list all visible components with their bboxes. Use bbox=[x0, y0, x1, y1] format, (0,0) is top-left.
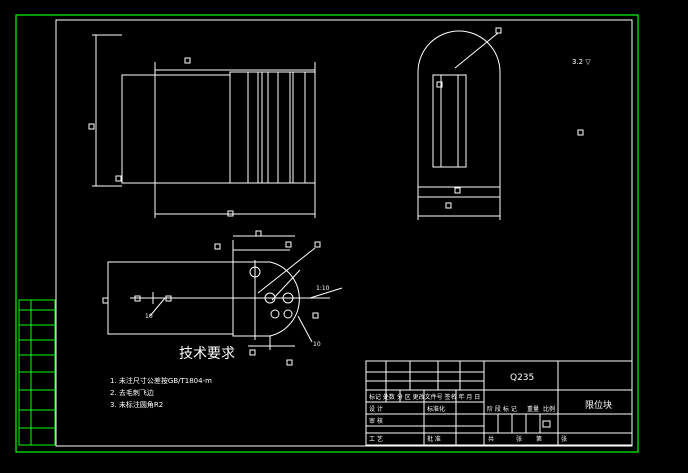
requirements-heading: 技术要求 bbox=[179, 346, 235, 362]
approve-label: 批 准 bbox=[427, 435, 441, 443]
left-binding-strip bbox=[18, 299, 56, 446]
section-view-dim-marks bbox=[102, 230, 321, 366]
sheets-label: 张 bbox=[516, 435, 522, 443]
roughness-symbol: 3.2 ▽ bbox=[572, 58, 591, 66]
stage-mark-label: 阶 段 标 记 bbox=[487, 405, 517, 413]
front-view bbox=[92, 34, 316, 218]
inner-frame bbox=[55, 19, 633, 447]
section-view bbox=[107, 235, 343, 350]
leader-label-3: 10 bbox=[313, 341, 321, 348]
leader-label-1: 1:10 bbox=[316, 285, 330, 292]
title-block bbox=[365, 360, 633, 446]
weight-label: 重量 bbox=[527, 405, 539, 413]
process-label: 工 艺 bbox=[369, 435, 383, 443]
standardize-label: 标准化 bbox=[427, 405, 445, 413]
revision-row-label: 标记 处数 分 区 更改文件号 签名 年 月 日 bbox=[369, 393, 480, 401]
title-block-mark bbox=[542, 420, 551, 428]
requirement-item-2: 2. 去毛刺飞边 bbox=[110, 388, 154, 397]
review-label: 审 核 bbox=[369, 417, 383, 425]
part-name: 限位块 bbox=[585, 399, 612, 411]
outer-frame bbox=[15, 14, 639, 453]
side-view-dim-marks bbox=[436, 27, 584, 209]
sheet-no-label: 第 bbox=[536, 435, 542, 443]
sheets-total-label: 共 bbox=[488, 435, 494, 443]
front-view-dim-marks bbox=[88, 57, 234, 217]
sheet-label: 张 bbox=[561, 435, 567, 443]
leader-label-2: 10 bbox=[145, 313, 153, 320]
requirement-item-1: 1. 未注尺寸公差按GB/T1804-m bbox=[110, 376, 212, 385]
design-label: 设 计 bbox=[369, 405, 383, 413]
material-label: Q235 bbox=[510, 373, 534, 383]
side-view bbox=[417, 30, 501, 220]
requirement-item-3: 3. 未标注圆角R2 bbox=[110, 400, 163, 409]
scale-label: 比例 bbox=[543, 405, 555, 413]
